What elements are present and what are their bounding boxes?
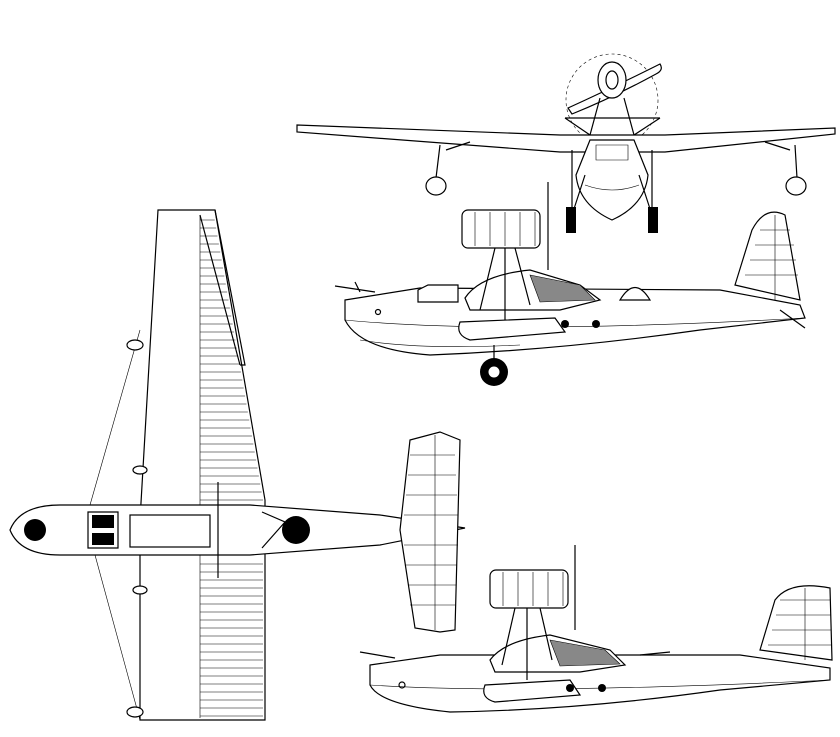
fin-ribs (745, 215, 798, 300)
front-struts (564, 97, 661, 136)
window (598, 684, 606, 692)
side-float-2 (483, 679, 582, 703)
gun-nose (334, 281, 376, 293)
engine-cylinders (502, 572, 564, 606)
wheel-left (566, 207, 576, 233)
wheel-right (648, 207, 658, 233)
engine-pylon (479, 247, 531, 320)
wing-ribs (199, 215, 263, 718)
tail-chevron (261, 511, 286, 549)
engine-top (129, 514, 211, 548)
porthole (374, 308, 382, 316)
rear-turret (282, 516, 310, 544)
strut-fairing (132, 585, 148, 595)
tail-wheel-strut (779, 309, 806, 329)
window (592, 320, 600, 328)
engine-front (597, 61, 627, 99)
wing-shading (549, 639, 621, 667)
turret-rear (618, 286, 652, 301)
side-float (458, 317, 567, 341)
float-strut-left (435, 141, 471, 179)
front-landing-gear (571, 150, 653, 216)
fin-ribs (768, 588, 832, 660)
wingtip-float-upper (126, 339, 144, 351)
stabilizer-ribs (404, 435, 458, 630)
tail-fin-2 (759, 585, 833, 661)
wing-shading (529, 274, 596, 303)
side-view-lower (359, 545, 833, 713)
float-left (425, 176, 447, 196)
cockpit-glazing (92, 515, 114, 545)
gun-nose-2 (359, 651, 396, 659)
gun-rear-2 (639, 651, 671, 656)
front-wing (296, 124, 836, 153)
hull-detail (584, 144, 640, 191)
side-view-upper (334, 182, 806, 386)
bracing-wires (89, 329, 141, 721)
wheel-hub (487, 365, 501, 379)
hull-side-2 (369, 654, 831, 713)
float-right (785, 176, 807, 196)
window (566, 684, 574, 692)
float-strut-right (764, 141, 798, 179)
hull-side (344, 287, 806, 356)
engine-hub (605, 70, 619, 90)
porthole (398, 681, 406, 689)
fuselage-top (9, 504, 466, 556)
window (561, 320, 569, 328)
engine-nacelle-2 (489, 569, 569, 609)
front-hull (575, 139, 649, 221)
top-view (9, 209, 466, 721)
engine-pylon-2 (501, 607, 553, 680)
aileron (199, 209, 246, 366)
front-view (296, 53, 836, 233)
cockpit-canopy (417, 284, 459, 303)
tail-fin (734, 211, 801, 301)
stabilizer (399, 431, 461, 633)
wingtip-float-lower (126, 706, 144, 718)
strut-fairing (132, 465, 148, 475)
nose-hatch (24, 519, 46, 541)
engine-nacelle (461, 209, 541, 249)
engine-cylinders (474, 212, 536, 246)
